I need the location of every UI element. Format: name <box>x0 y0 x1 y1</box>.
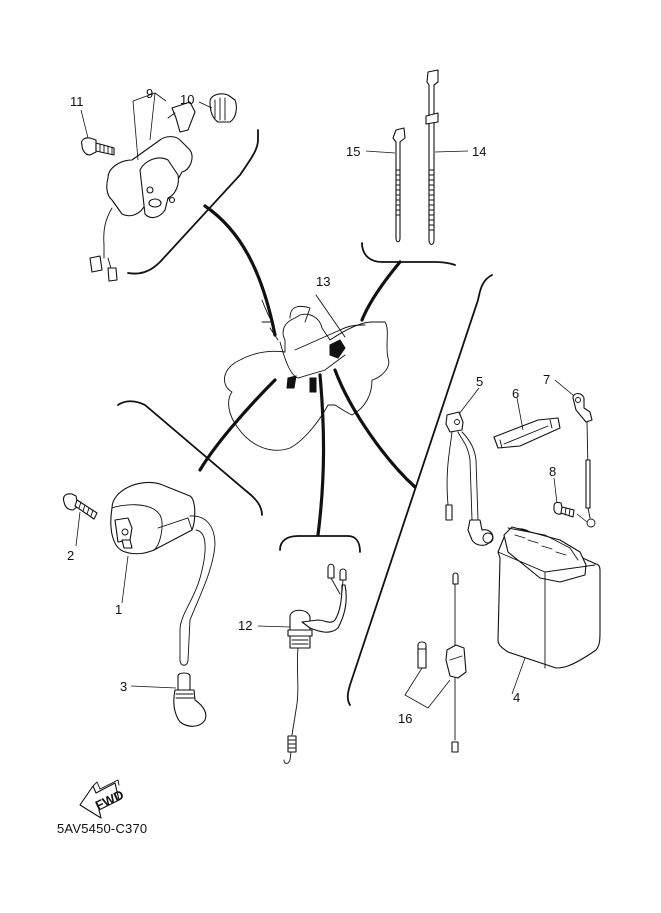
callout-6: 6 <box>512 386 519 401</box>
battery-assembly: 5 6 7 8 4 16 <box>398 372 601 753</box>
panel-frames <box>117 129 493 706</box>
callout-3: 3 <box>120 679 127 694</box>
callout-9: 9 <box>146 86 153 101</box>
neutral-switch-assembly: 12 <box>238 563 347 764</box>
callout-7: 7 <box>543 372 550 387</box>
ignition-coil-assembly: 2 1 3 <box>62 481 216 727</box>
callout-12: 12 <box>238 618 252 633</box>
main-switch-assembly: 11 9 10 <box>70 86 237 282</box>
motorcycle-silhouette <box>224 294 390 451</box>
callout-8: 8 <box>549 464 556 479</box>
callout-11: 11 <box>70 94 84 109</box>
cable-bands: 15 14 <box>346 69 486 246</box>
wire-harness-callout: 13 <box>316 274 330 289</box>
fwd-label: FWD <box>93 787 126 813</box>
callout-10: 10 <box>180 92 194 107</box>
callout-13: 13 <box>316 274 330 289</box>
fwd-arrow-icon: FWD <box>79 779 126 819</box>
callout-1: 1 <box>115 602 122 617</box>
callout-16: 16 <box>398 711 412 726</box>
connector-lines <box>198 204 417 537</box>
callout-2: 2 <box>67 548 74 563</box>
callout-14: 14 <box>472 144 486 159</box>
diagram-code: 5AV5450-C370 <box>57 821 147 836</box>
callout-4: 4 <box>513 690 520 705</box>
callout-5: 5 <box>476 374 483 389</box>
callout-15: 15 <box>346 144 360 159</box>
